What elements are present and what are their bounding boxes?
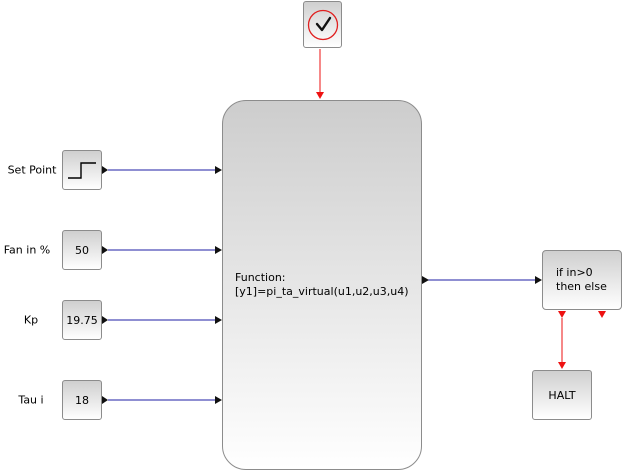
function-expression: [y1]=pi_ta_virtual(u1,u2,u3,u4) — [235, 285, 409, 298]
signal-links — [108, 169, 536, 401]
input-port-3 — [215, 316, 222, 324]
label-fan: Fan in % — [3, 243, 51, 257]
output-port-tau — [102, 396, 108, 404]
output-port-setpoint — [102, 166, 108, 174]
clock-icon — [307, 9, 338, 40]
label-tau: Tau i — [18, 393, 44, 407]
event-output-port-else — [598, 311, 606, 318]
halt-block[interactable]: HALT — [532, 370, 592, 420]
const-value-fan: 50 — [75, 243, 89, 257]
step-icon — [68, 162, 96, 179]
output-port-fan — [102, 246, 108, 254]
label-kp: Kp — [23, 313, 39, 327]
function-title: Function: — [235, 271, 286, 284]
then-else-label: then else — [556, 280, 607, 293]
output-port-function — [422, 276, 429, 284]
input-port-2 — [215, 246, 222, 254]
halt-label: HALT — [548, 388, 576, 402]
label-set-point: Set Point — [7, 163, 57, 177]
arrow-clock-to-function — [316, 92, 324, 99]
ports — [102, 166, 606, 404]
const-block-fan[interactable]: 50 — [62, 230, 102, 270]
arrow-if-to-halt — [558, 362, 566, 369]
step-block[interactable] — [62, 150, 102, 190]
event-output-port-then — [558, 311, 566, 318]
const-block-tau[interactable]: 18 — [62, 380, 102, 420]
input-port-if — [535, 276, 542, 284]
function-block[interactable]: Function: [y1]=pi_ta_virtual(u1,u2,u3,u4… — [222, 100, 422, 470]
const-value-kp: 19.75 — [66, 313, 98, 327]
activation-links — [316, 49, 566, 369]
clock-block[interactable] — [303, 1, 342, 48]
input-port-4 — [215, 396, 222, 404]
output-port-kp — [102, 316, 108, 324]
const-value-tau: 18 — [75, 393, 89, 407]
const-block-kp[interactable]: 19.75 — [62, 300, 102, 340]
if-condition: if in>0 — [556, 266, 593, 279]
input-port-1 — [215, 166, 222, 174]
if-then-else-block[interactable]: if in>0 then else — [542, 250, 622, 310]
